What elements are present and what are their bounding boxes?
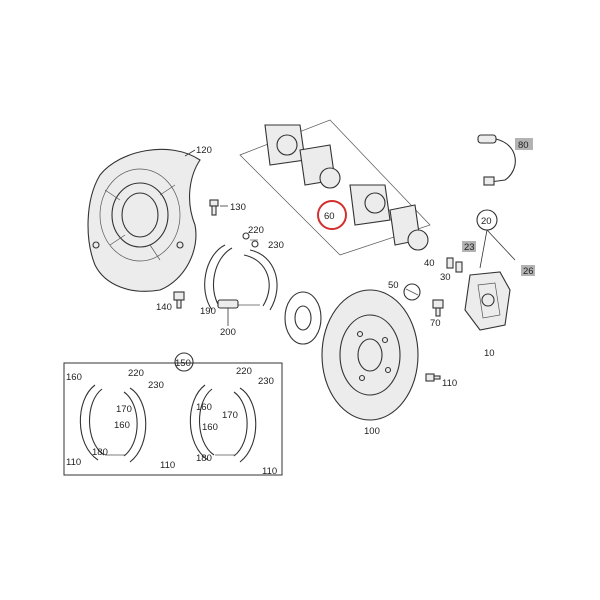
part-label-160a: 160 xyxy=(66,372,82,383)
bleeder-40-30[interactable] xyxy=(446,257,463,273)
parking-shoe-left[interactable] xyxy=(79,384,147,463)
bolt-130[interactable] xyxy=(209,199,219,216)
part-label-190: 190 xyxy=(200,306,216,317)
part-label-140: 140 xyxy=(156,302,172,313)
part-label-80: 80 xyxy=(518,140,529,151)
part-label-170a: 170 xyxy=(116,404,132,415)
wear-sensor[interactable] xyxy=(477,134,516,186)
part-label-160b: 160 xyxy=(114,420,130,431)
bolt-70[interactable] xyxy=(432,299,444,317)
caliper[interactable] xyxy=(464,271,511,331)
part-label-160d: 160 xyxy=(196,402,212,413)
part-label-110b: 110 xyxy=(66,457,81,468)
part-label-70: 70 xyxy=(430,318,441,329)
part-label-26: 26 xyxy=(523,266,534,277)
highlight-circle xyxy=(317,200,347,230)
part-label-160c: 160 xyxy=(202,422,218,433)
part-label-23: 23 xyxy=(464,242,475,253)
part-label-30: 30 xyxy=(440,272,451,283)
part-label-120: 120 xyxy=(196,145,212,156)
part-label-220b: 220 xyxy=(128,368,144,379)
part-label-230a: 230 xyxy=(268,240,284,251)
part-label-230c: 230 xyxy=(258,376,274,387)
part-label-40: 40 xyxy=(424,258,435,269)
wheel-hub[interactable] xyxy=(284,291,322,345)
part-label-60: 60 xyxy=(324,211,335,222)
part-label-220c: 220 xyxy=(236,366,252,377)
part-label-150: 150 xyxy=(175,358,191,369)
part-label-110a: 110 xyxy=(442,378,457,389)
part-label-130: 130 xyxy=(230,202,246,213)
brake-disc[interactable] xyxy=(321,289,419,421)
bolt-110a[interactable] xyxy=(425,373,441,382)
adjuster-190[interactable] xyxy=(217,299,239,309)
seal-50[interactable] xyxy=(403,283,421,301)
part-label-230b: 230 xyxy=(148,380,164,391)
part-label-20: 20 xyxy=(481,216,492,227)
part-label-180b: 180 xyxy=(196,453,212,464)
part-label-220a: 220 xyxy=(248,225,264,236)
part-label-100: 100 xyxy=(364,426,380,437)
inset-box xyxy=(63,362,283,476)
bolt-140[interactable] xyxy=(173,291,185,309)
part-label-50: 50 xyxy=(388,280,399,291)
part-label-110c: 110 xyxy=(160,460,175,471)
spring-220-230[interactable] xyxy=(242,232,259,248)
parking-shoe-right[interactable] xyxy=(189,384,257,463)
part-label-200: 200 xyxy=(220,327,236,338)
part-label-170b: 170 xyxy=(222,410,238,421)
part-label-180a: 180 xyxy=(92,447,108,458)
callout-150 xyxy=(174,352,194,372)
brake-pads-group[interactable] xyxy=(239,119,431,256)
dust-shield[interactable] xyxy=(87,148,201,292)
parking-brake-shoe[interactable] xyxy=(204,244,278,311)
part-label-110d: 110 xyxy=(262,466,277,477)
part-label-10: 10 xyxy=(484,348,495,359)
